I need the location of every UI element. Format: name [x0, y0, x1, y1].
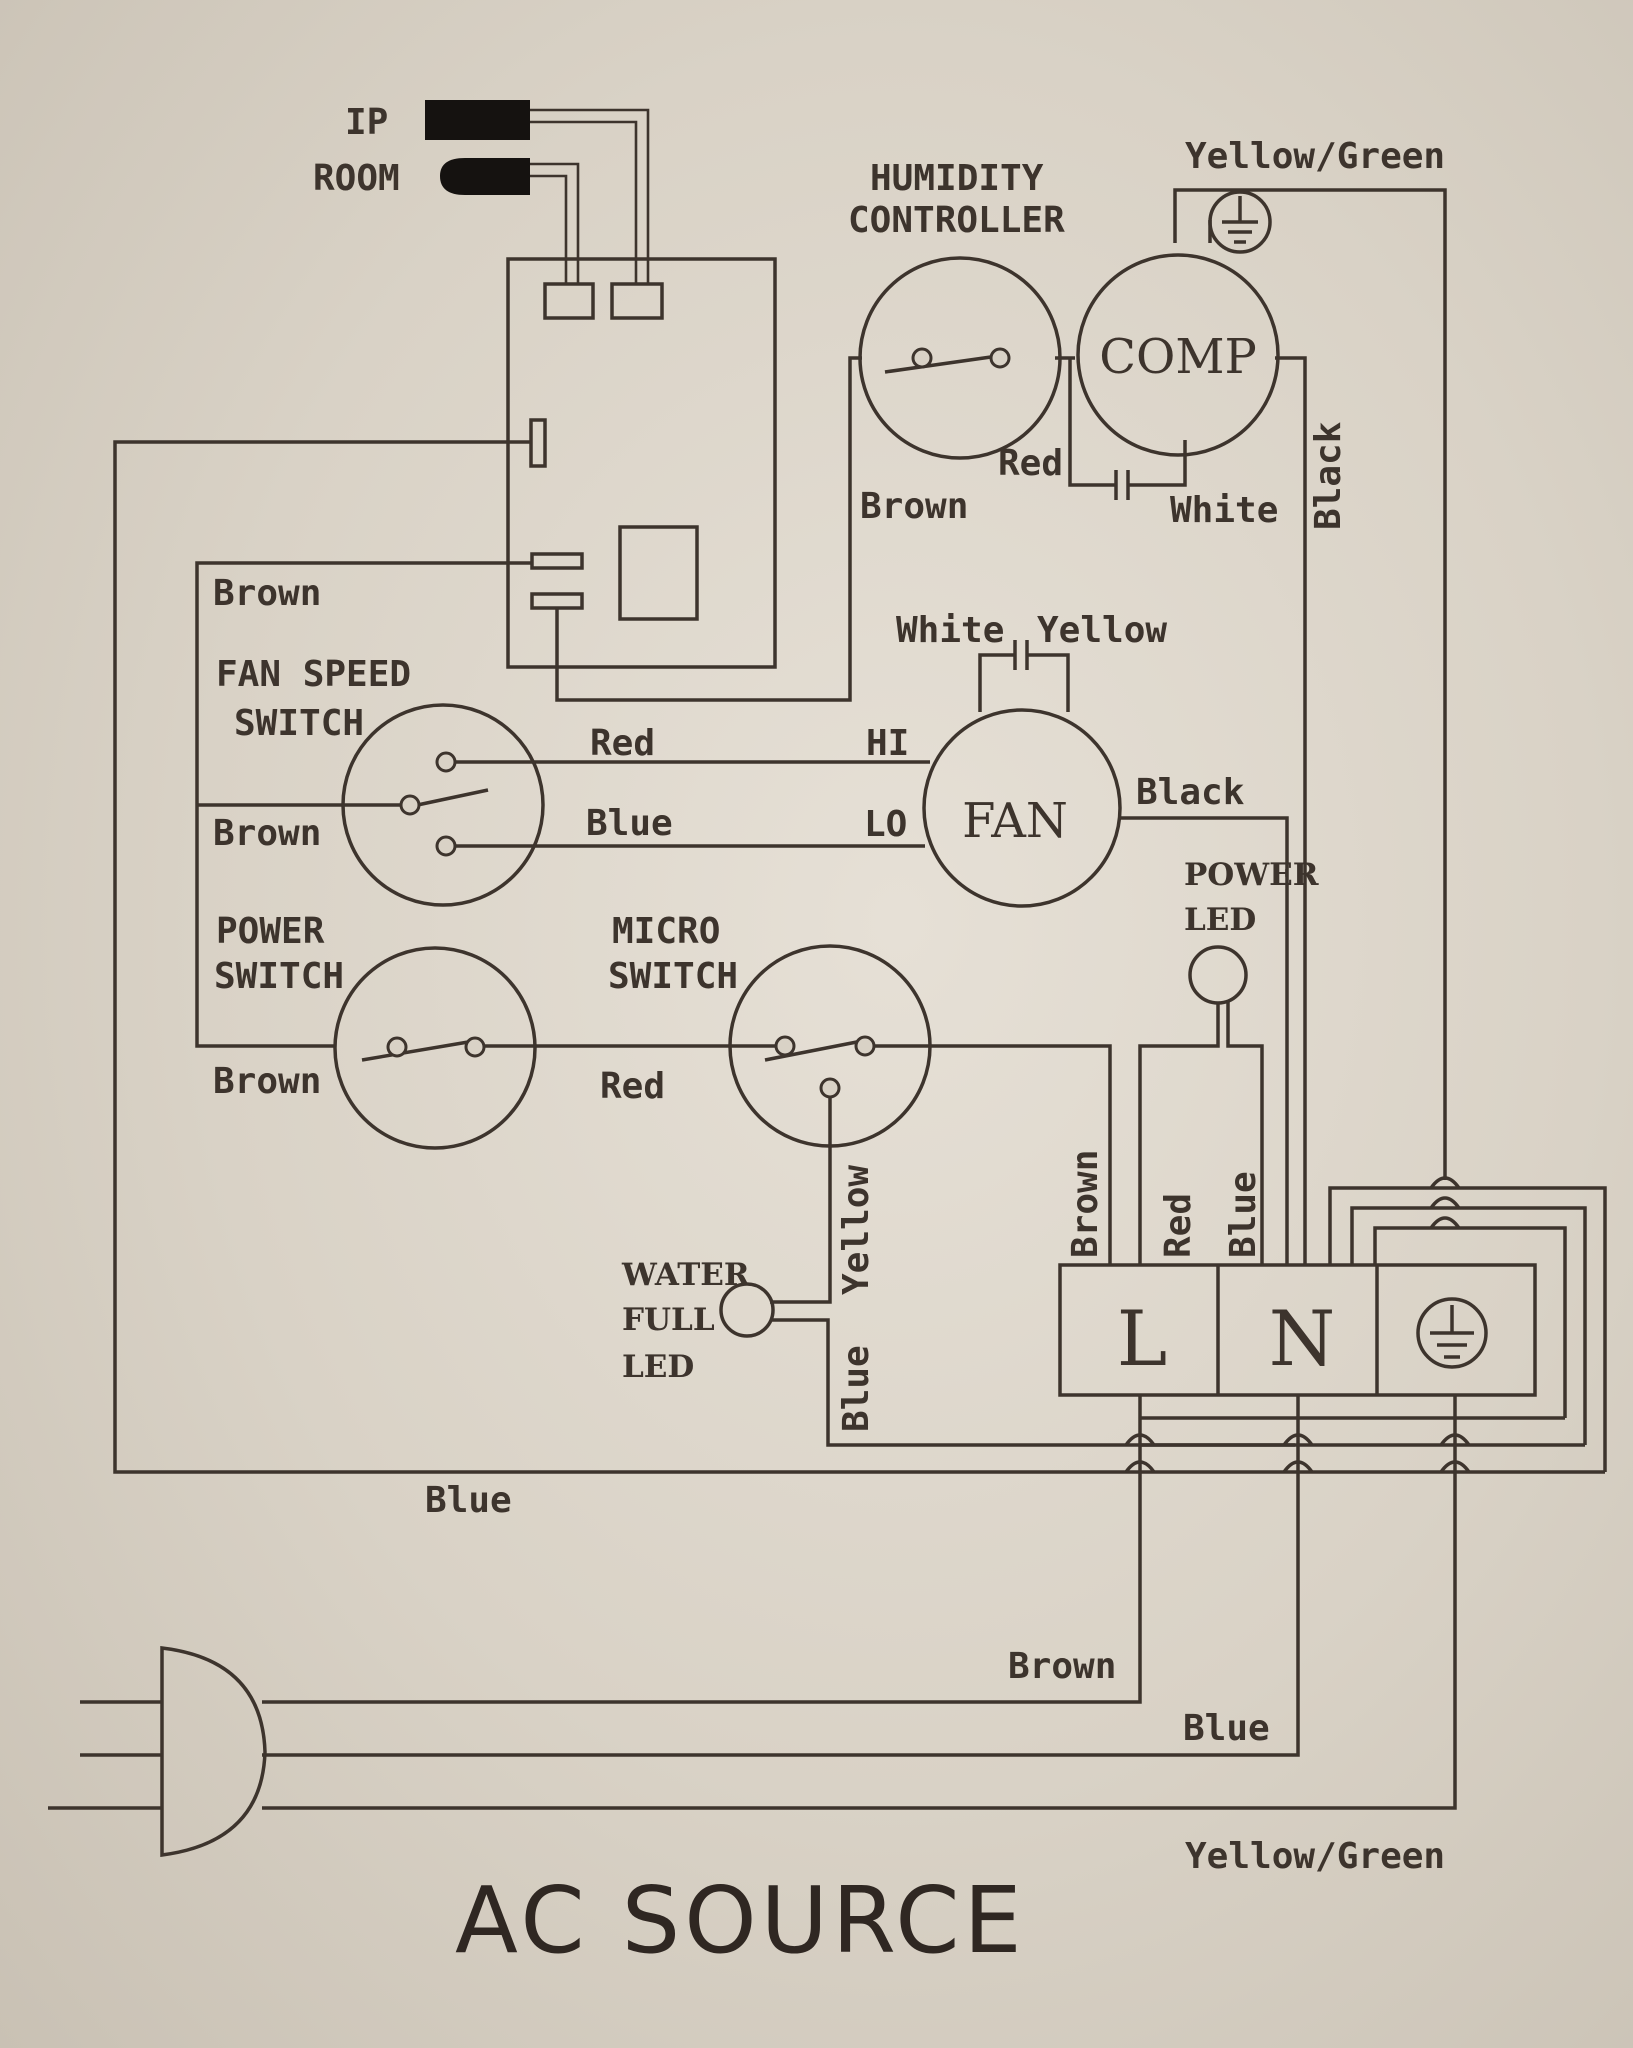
- power-led-label-2: LED: [1184, 902, 1256, 938]
- fan-speed-switch: [341, 703, 545, 907]
- blue-bottom-label: Blue: [425, 1480, 512, 1521]
- terminal-block: L N: [1058, 1263, 1537, 1397]
- blue-water-label: Blue: [836, 1345, 877, 1432]
- red-comp-label: Red: [998, 443, 1063, 484]
- room-label: ROOM: [313, 158, 400, 199]
- micro-switch-label-2: SWITCH: [608, 956, 738, 997]
- hi-label: HI: [866, 723, 909, 764]
- white-fan-cap-label: White: [896, 610, 1004, 651]
- humidity-controller: [858, 256, 1062, 460]
- yellow-green-top-label: Yellow/Green: [1185, 136, 1445, 177]
- ip-sensor: [425, 100, 530, 140]
- yellow-green-plug-label: Yellow/Green: [1185, 1836, 1445, 1877]
- red-hi-label: Red: [590, 723, 655, 764]
- power-switch-label-2: SWITCH: [214, 956, 344, 997]
- room-sensor: [440, 158, 530, 195]
- fan-motor: FAN: [922, 708, 1122, 908]
- red-micro-label: Red: [600, 1066, 665, 1107]
- water-full-led-label: WATER: [621, 1257, 750, 1293]
- fan-speed-switch-label: FAN SPEED: [216, 654, 411, 695]
- lo-label: LO: [864, 804, 907, 845]
- brown-top-left-label: Brown: [213, 573, 321, 614]
- ground-symbol-comp: [1208, 190, 1272, 254]
- water-full-led: [719, 1282, 775, 1338]
- black-comp-label: Black: [1308, 421, 1349, 530]
- power-switch-label: POWER: [216, 911, 325, 952]
- humidity-controller-label-2: CONTROLLER: [848, 200, 1065, 241]
- ip-label: IP: [345, 102, 388, 143]
- plug: [48, 1646, 267, 1857]
- power-led: [1188, 945, 1248, 1005]
- brown-humidity-label: Brown: [860, 486, 968, 527]
- black-fan-label: Black: [1136, 772, 1245, 813]
- water-full-led-label-3: LED: [622, 1349, 694, 1385]
- ac-source-title: AC SOURCE: [455, 1867, 1026, 1974]
- blue-terminal-label: Blue: [1223, 1171, 1264, 1258]
- yellow-micro-label: Yellow: [836, 1165, 877, 1295]
- micro-switch: [728, 944, 932, 1148]
- yellow-fan-cap-label: Yellow: [1037, 610, 1167, 651]
- sensor-wires: [530, 108, 650, 284]
- power-led-label: POWER: [1184, 857, 1319, 893]
- humidity-controller-label: HUMIDITY: [870, 158, 1044, 199]
- brown-plug-label: Brown: [1008, 1646, 1116, 1687]
- brown-power-switch-label: Brown: [213, 1061, 321, 1102]
- wires: [113, 188, 1607, 1810]
- fan-label: FAN: [962, 793, 1068, 849]
- micro-switch-label: MICRO: [612, 911, 720, 952]
- brown-terminal-label: Brown: [1065, 1150, 1106, 1258]
- comp-label: COMP: [1099, 329, 1257, 385]
- water-full-led-label-2: FULL: [622, 1302, 715, 1338]
- blue-lo-label: Blue: [586, 803, 673, 844]
- terminal-n-label: N: [1269, 1294, 1336, 1383]
- control-board: [506, 257, 777, 669]
- power-switch: [333, 946, 537, 1150]
- compressor: COMP: [1076, 253, 1280, 457]
- blue-plug-label: Blue: [1183, 1708, 1270, 1749]
- fan-speed-switch-label-2: SWITCH: [234, 703, 364, 744]
- white-comp-label: White: [1170, 490, 1278, 531]
- ground-symbol-terminal: [1416, 1297, 1488, 1369]
- brown-fan-switch-label: Brown: [213, 813, 321, 854]
- wire-crossovers: [1124, 1176, 1471, 1474]
- terminal-l-label: L: [1117, 1294, 1167, 1383]
- red-terminal-label: Red: [1158, 1193, 1199, 1258]
